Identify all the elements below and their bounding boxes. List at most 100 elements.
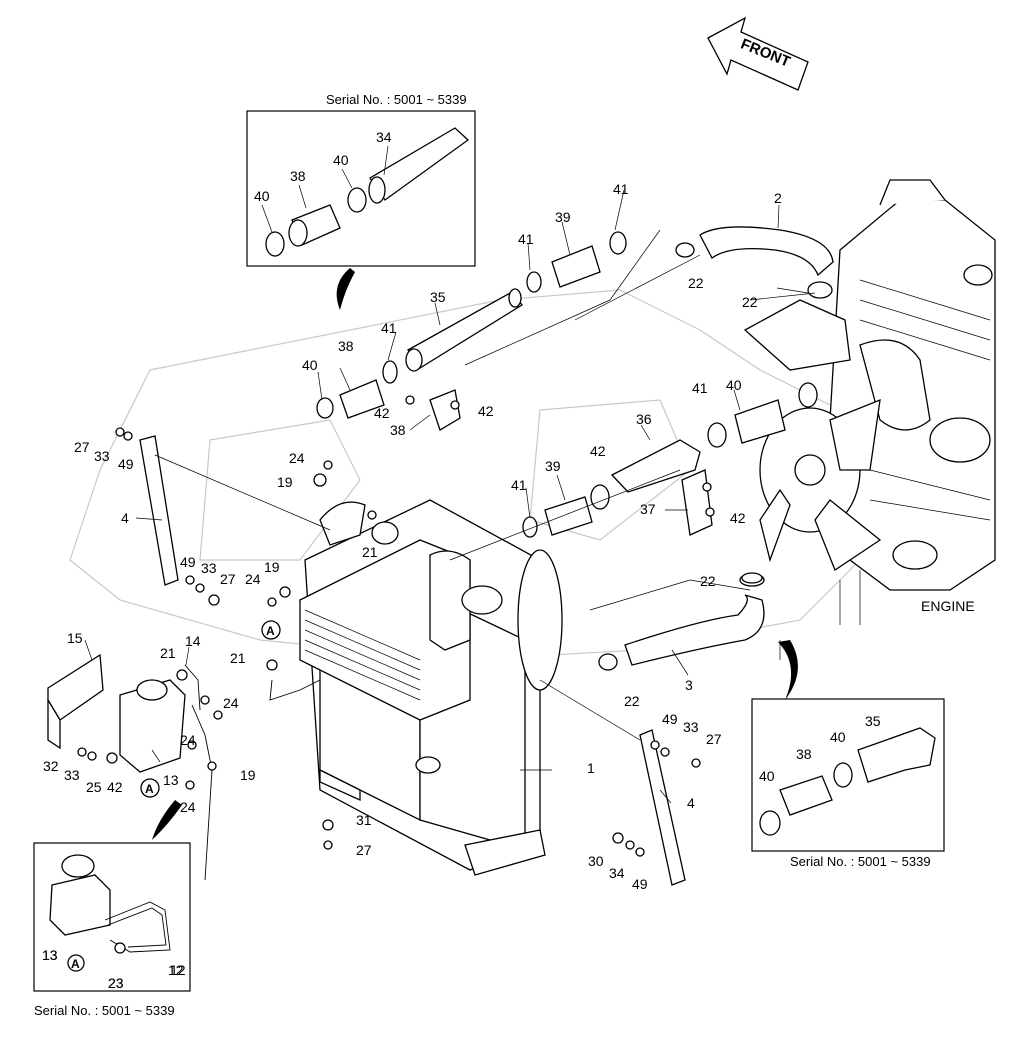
label-22-d: 22 bbox=[624, 693, 640, 709]
label-19-c: 19 bbox=[240, 767, 256, 783]
label-49-b: 49 bbox=[180, 554, 196, 570]
label-21-c: 21 bbox=[160, 645, 176, 661]
label-22-a: 22 bbox=[688, 275, 704, 291]
label-25: 25 bbox=[86, 779, 102, 795]
inset-top-serial: Serial No. : 5001 ~ 5339 bbox=[326, 92, 467, 107]
inset-right-label-35: 35 bbox=[865, 713, 881, 729]
label-40-b: 41 bbox=[511, 477, 527, 493]
inset-top-label-40a: 40 bbox=[333, 152, 349, 168]
front-arrow: FRONT bbox=[707, 16, 809, 91]
label-33-d: 34 bbox=[609, 865, 625, 881]
label-27-d: 27 bbox=[356, 842, 372, 858]
callout-A-2: A bbox=[140, 778, 160, 798]
label-39-b: 40 bbox=[726, 377, 742, 393]
label-39-a: 39 bbox=[555, 209, 571, 225]
label-27-a: 27 bbox=[74, 439, 90, 455]
label-41-c: 41 bbox=[613, 181, 629, 197]
label-33-b: 33 bbox=[201, 560, 217, 576]
label-24-a: 24 bbox=[289, 450, 305, 466]
label-27-b: 27 bbox=[220, 571, 236, 587]
label-41-d: 41 bbox=[692, 380, 708, 396]
inset-bottom-serial: Serial No. : 5001 ~ 5339 bbox=[34, 1003, 175, 1018]
inset-bottom-pointer bbox=[152, 800, 182, 840]
label-21-b: 21 bbox=[230, 650, 246, 666]
label-24-e: 24 bbox=[180, 799, 196, 815]
label-30: 31 bbox=[356, 812, 372, 828]
inset-top: Serial No. : 5001 ~ 5339 34 40 38 40 bbox=[246, 92, 476, 267]
label-42-c: 42 bbox=[730, 510, 746, 526]
label-15: 15 bbox=[67, 630, 83, 646]
radiator-assembly bbox=[299, 499, 563, 876]
label-37: 38 bbox=[390, 422, 406, 438]
inset-right-pointer bbox=[778, 640, 798, 700]
hose-3 bbox=[624, 594, 765, 666]
fasteners bbox=[77, 395, 763, 857]
label-12: 12 bbox=[170, 962, 186, 978]
hose-2 bbox=[699, 226, 834, 277]
inset-right-serial: Serial No. : 5001 ~ 5339 bbox=[790, 854, 931, 869]
alignment-lines bbox=[154, 229, 781, 741]
engine-label: ENGINE bbox=[921, 598, 975, 614]
label-23: 23 bbox=[108, 975, 124, 991]
label-33-a: 33 bbox=[94, 448, 110, 464]
label-22-c: 22 bbox=[700, 573, 716, 589]
inset-right: Serial No. : 5001 ~ 5339 35 40 38 40 bbox=[751, 698, 945, 869]
label-3: 3 bbox=[685, 677, 693, 693]
label-42-d: 42 bbox=[107, 779, 123, 795]
inset-bottom-label-23: 23 bbox=[108, 975, 124, 991]
pipe-34 bbox=[407, 291, 523, 369]
label-13-inset: 13 bbox=[42, 947, 58, 963]
label-32: 33 bbox=[64, 767, 80, 783]
label-2: 2 bbox=[774, 190, 782, 206]
label-27-c: 27 bbox=[706, 731, 722, 747]
label-34: 35 bbox=[430, 289, 446, 305]
callout-A-2-label: A bbox=[145, 782, 154, 796]
label-31: 32 bbox=[43, 758, 59, 774]
part-labels: 1 2 3 4 4 12 13 13 14 15 19 19 19 21 21 … bbox=[42, 181, 782, 991]
label-24-c: 24 bbox=[223, 695, 239, 711]
label-13: 13 bbox=[163, 772, 179, 788]
inset-bottom-label-13: 13 bbox=[42, 947, 58, 963]
inset-top-label-40b: 40 bbox=[254, 188, 270, 204]
label-27-e: 30 bbox=[588, 853, 604, 869]
inset-top-label-34: 34 bbox=[376, 129, 392, 145]
label-24-d: 24 bbox=[180, 732, 196, 748]
label-49-a: 49 bbox=[118, 456, 134, 472]
label-24-b: 24 bbox=[245, 571, 261, 587]
inset-top-pointer bbox=[336, 268, 355, 310]
inset-right-label-40b: 40 bbox=[759, 768, 775, 784]
inset-bottom: Serial No. : 5001 ~ 5339 13 12 23 A bbox=[33, 842, 191, 1018]
inset-top-label-38: 38 bbox=[290, 168, 306, 184]
bracket-36 bbox=[681, 469, 713, 536]
stay-rod-4-left bbox=[139, 435, 179, 586]
inset-bottom-marker-A: A bbox=[71, 957, 80, 971]
label-4-left: 4 bbox=[121, 510, 129, 526]
callout-A-1: A bbox=[261, 620, 281, 640]
label-19-b: 19 bbox=[264, 559, 280, 575]
pipe-35 bbox=[610, 439, 701, 493]
label-4-right: 4 bbox=[687, 795, 695, 811]
label-35: 36 bbox=[636, 411, 652, 427]
label-1: 1 bbox=[587, 760, 595, 776]
callout-A-1-label: A bbox=[266, 624, 275, 638]
inset-bottom-label-12: 12 bbox=[168, 962, 184, 978]
label-42-a: 42 bbox=[374, 405, 390, 421]
label-36: 37 bbox=[640, 501, 656, 517]
inset-right-label-40a: 40 bbox=[830, 729, 846, 745]
label-19-a: 19 bbox=[277, 474, 293, 490]
stay-rod-4-right bbox=[639, 729, 686, 886]
leader-lines bbox=[84, 189, 816, 804]
label-22-b: 22 bbox=[742, 294, 758, 310]
label-41-e: 42 bbox=[590, 443, 606, 459]
reservoir-tank bbox=[47, 653, 321, 881]
bracket-37 bbox=[429, 389, 461, 431]
label-49-d: 49 bbox=[632, 876, 648, 892]
label-38-b: 39 bbox=[545, 458, 561, 474]
engine-assembly: ENGINE bbox=[743, 179, 996, 625]
inset-right-label-38: 38 bbox=[796, 746, 812, 762]
label-40-a: 40 bbox=[302, 357, 318, 373]
label-21-a: 21 bbox=[362, 544, 378, 560]
label-41-b: 41 bbox=[518, 231, 534, 247]
label-14: 14 bbox=[185, 633, 201, 649]
label-41-a: 41 bbox=[381, 320, 397, 336]
